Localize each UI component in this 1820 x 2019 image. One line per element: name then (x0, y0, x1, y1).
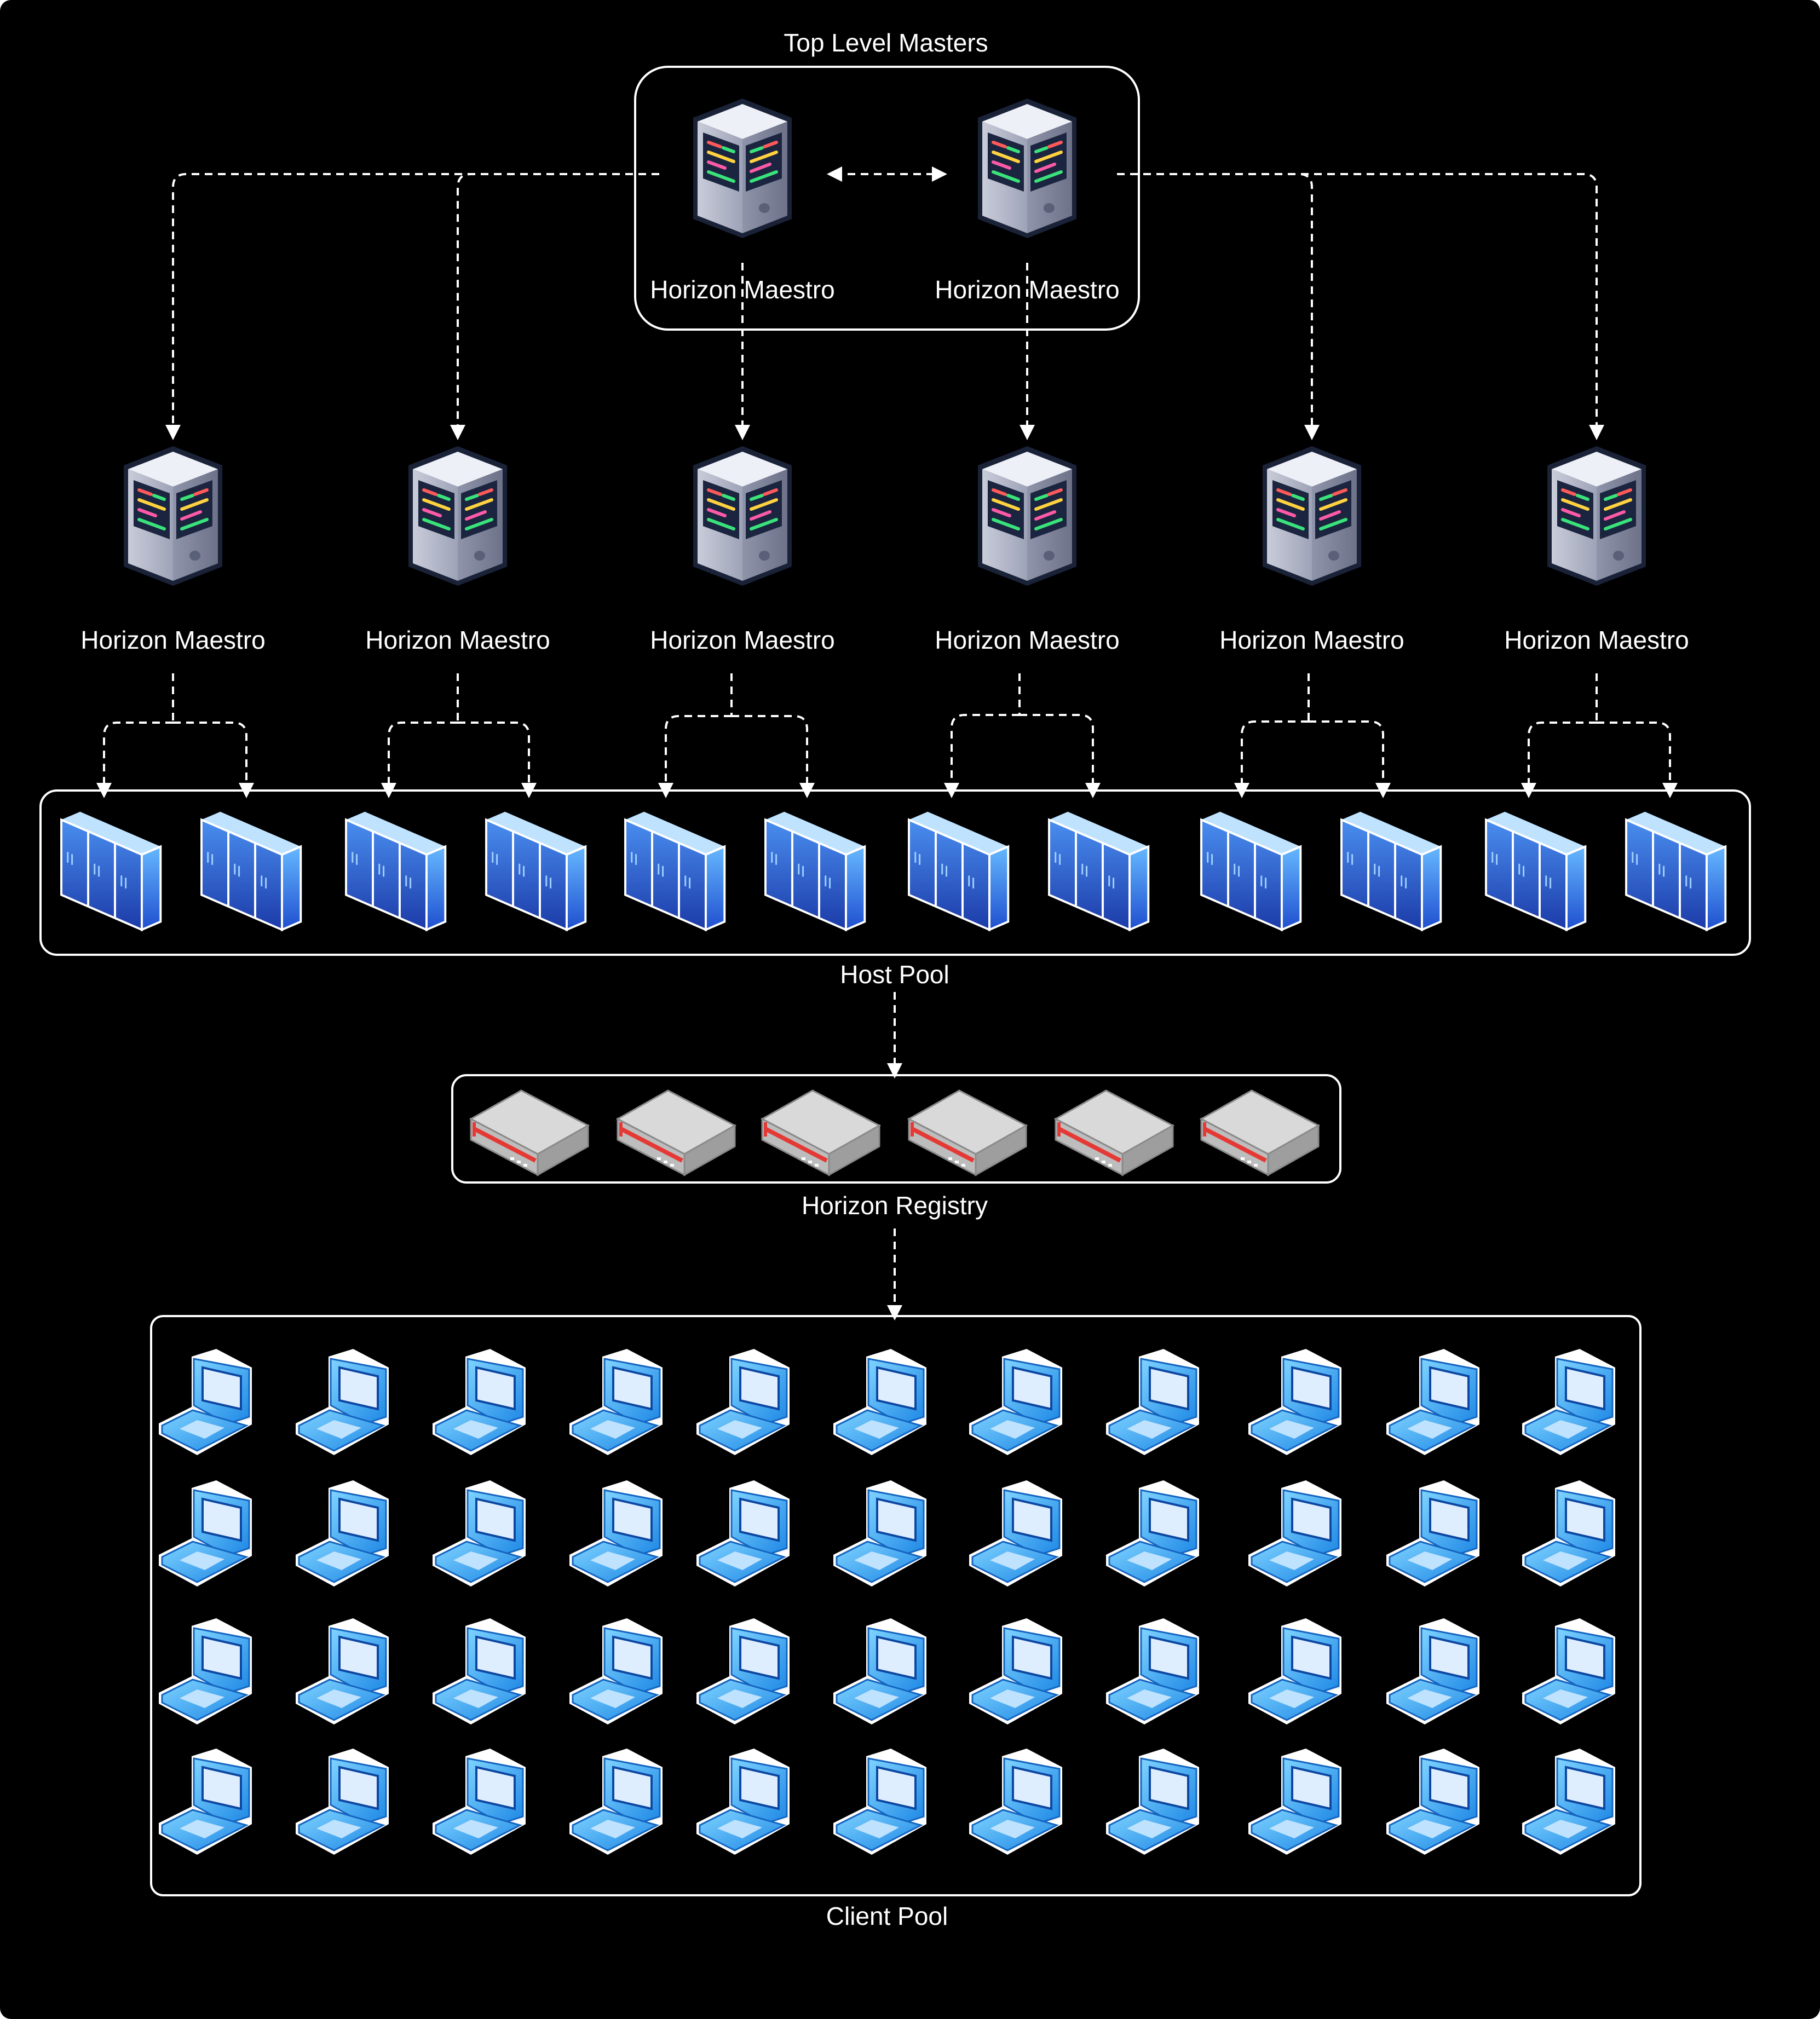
maestro-server-icon (1263, 446, 1361, 586)
top-masters-group (634, 66, 1140, 331)
host-pool-group (39, 789, 1751, 956)
maestro-label: Horizon Maestro (1504, 626, 1689, 654)
maestro-to-host-connector (1521, 722, 1597, 798)
maestro-to-host-connector (173, 722, 254, 798)
connectors (96, 166, 1678, 1320)
master-to-maestro-connector (165, 173, 659, 440)
maestro-to-host-connector (1234, 720, 1309, 798)
master-server-icon (693, 99, 792, 238)
maestro-to-host-connector (458, 722, 537, 798)
client-pool-label: Client Pool (826, 1902, 948, 1930)
top-masters-label: Top Level Masters (784, 28, 988, 57)
maestro-to-host-connector (96, 722, 173, 798)
master-label: Horizon Maestro (650, 275, 834, 304)
maestro-row: Horizon Maestro Horizon Maestro Horizon Ma… (80, 446, 1689, 654)
maestro-label: Horizon Maestro (1219, 626, 1404, 654)
maestro-label: Horizon Maestro (650, 626, 834, 654)
host-pool-label: Host Pool (840, 960, 949, 989)
maestro-to-host-connector (1309, 720, 1391, 798)
maestro-to-host-connector (658, 715, 732, 798)
maestro-server-icon (1547, 446, 1646, 586)
maestro-server-icon (124, 446, 222, 586)
maestro-server-icon (693, 446, 792, 586)
maestro-server-icon (978, 446, 1076, 586)
maestro-label: Horizon Maestro (935, 626, 1119, 654)
maestro-server-icon (408, 446, 507, 586)
maestro-to-host-connector (732, 715, 815, 798)
master-server-icon (978, 99, 1076, 238)
master-to-maestro-connector (1117, 173, 1604, 440)
maestro-to-host-connector (1020, 714, 1101, 798)
maestro-to-host-connector (1597, 722, 1678, 798)
registry-label: Horizon Registry (802, 1191, 988, 1220)
maestro-label: Horizon Maestro (365, 626, 550, 654)
top-masters: Horizon Maestro Horizon Maestro (650, 99, 1120, 304)
maestro-to-host-connector (944, 714, 1020, 798)
master-to-maestro-connector (450, 173, 659, 440)
master-to-maestro-connector (1117, 173, 1320, 440)
maestro-to-host-connector (381, 722, 458, 798)
master-label: Horizon Maestro (935, 275, 1119, 304)
maestro-label: Horizon Maestro (80, 626, 265, 654)
